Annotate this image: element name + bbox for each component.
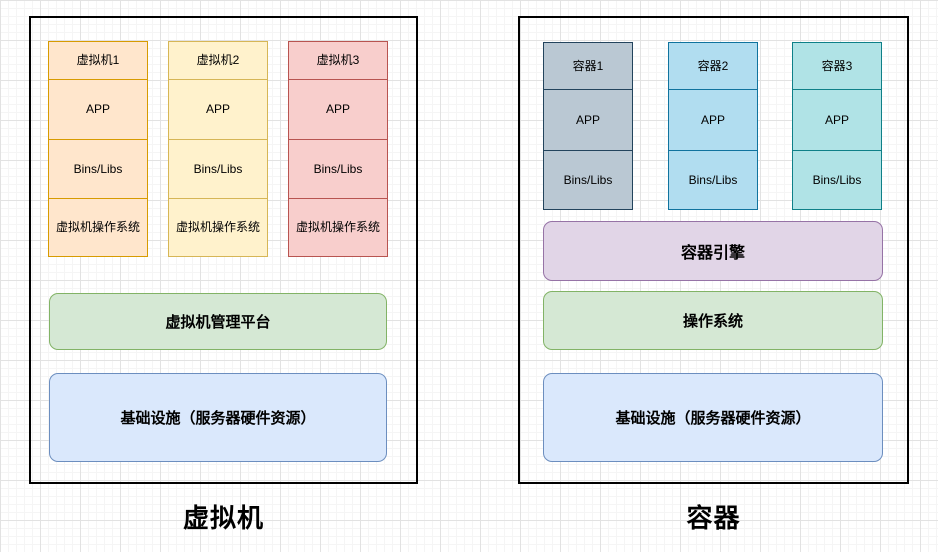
container-stack-2-bins-libs: Bins/Libs <box>668 150 758 210</box>
vm-stack-1-guest-os: 虚拟机操作系统 <box>48 198 148 257</box>
container-infrastructure-layer: 基础设施（服务器硬件资源） <box>543 373 883 462</box>
vm-stack-1-title: 虚拟机1 <box>48 41 148 80</box>
vm-stack-3-title: 虚拟机3 <box>288 41 388 80</box>
container-stack-2-title: 容器2 <box>668 42 758 90</box>
container-panel-label: 容器 <box>686 503 741 533</box>
vm-infrastructure-layer: 基础设施（服务器硬件资源） <box>49 373 387 462</box>
container-panel: 容器1 APP Bins/Libs 容器2 APP Bins/Libs 容器3 … <box>518 16 909 484</box>
container-stack-1-app: APP <box>543 89 633 151</box>
container-stack-1-title: 容器1 <box>543 42 633 90</box>
vm-stack-2: 虚拟机2 APP Bins/Libs 虚拟机操作系统 <box>168 41 268 257</box>
vm-stack-3: 虚拟机3 APP Bins/Libs 虚拟机操作系统 <box>288 41 388 257</box>
vm-stack-2-title: 虚拟机2 <box>168 41 268 80</box>
vm-stack-2-guest-os: 虚拟机操作系统 <box>168 198 268 257</box>
vm-stack-3-app: APP <box>288 79 388 140</box>
container-stack-3-bins-libs: Bins/Libs <box>792 150 882 210</box>
vm-management-platform-layer: 虚拟机管理平台 <box>49 293 387 350</box>
vm-stack-3-guest-os: 虚拟机操作系统 <box>288 198 388 257</box>
vm-stack-1-app: APP <box>48 79 148 140</box>
container-stack-2-app: APP <box>668 89 758 151</box>
container-stack-3-app: APP <box>792 89 882 151</box>
container-stack-3: 容器3 APP Bins/Libs <box>792 42 882 210</box>
vm-stack-2-app: APP <box>168 79 268 140</box>
vm-panel-label: 虚拟机 <box>182 503 264 533</box>
container-stack-2: 容器2 APP Bins/Libs <box>668 42 758 210</box>
vm-stack-2-bins-libs: Bins/Libs <box>168 139 268 199</box>
vm-panel: 虚拟机1 APP Bins/Libs 虚拟机操作系统 虚拟机2 APP Bins… <box>29 16 418 484</box>
vm-stack-1: 虚拟机1 APP Bins/Libs 虚拟机操作系统 <box>48 41 148 257</box>
container-engine-layer: 容器引擎 <box>543 221 883 281</box>
host-os-layer: 操作系统 <box>543 291 883 350</box>
vm-stack-1-bins-libs: Bins/Libs <box>48 139 148 199</box>
vm-stack-3-bins-libs: Bins/Libs <box>288 139 388 199</box>
container-stack-1-bins-libs: Bins/Libs <box>543 150 633 210</box>
container-stack-3-title: 容器3 <box>792 42 882 90</box>
container-stack-1: 容器1 APP Bins/Libs <box>543 42 633 210</box>
